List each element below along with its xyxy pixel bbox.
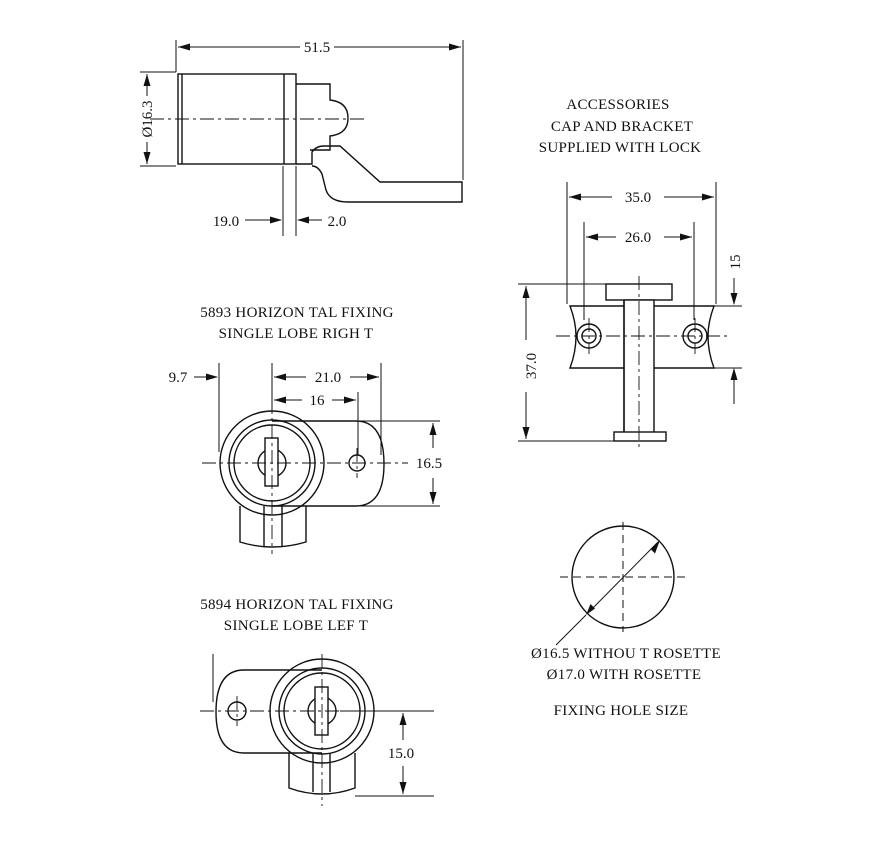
- dim-outer-width-label: 35.0: [625, 190, 651, 206]
- cam-bracket: [296, 145, 463, 203]
- right-lobe-body: [272, 420, 385, 507]
- dim-height-15-label: 15.0: [388, 746, 414, 762]
- side-view: 51.5 Ø16.3 19.0 2.0: [140, 40, 464, 236]
- right-fixing-view: 5893 HORIZON TAL FIXING SINGLE LOBE RIGH…: [169, 305, 442, 554]
- lock-rear-dome: [296, 83, 349, 151]
- fixing-hole-note-2: Ø17.0 WITH ROSETTE: [547, 667, 702, 683]
- left-fixing-title-1: 5894 HORIZON TAL FIXING: [200, 597, 394, 613]
- fixing-hole-caption: FIXING HOLE SIZE: [554, 703, 689, 719]
- fixing-hole-note-1: Ø16.5 WITHOU T ROSETTE: [531, 646, 721, 662]
- dim-length-label: 51.5: [304, 40, 330, 56]
- dim-diameter-label: Ø16.3: [140, 100, 156, 137]
- cap-bottom: [613, 431, 667, 442]
- left-lobe-body: [215, 669, 322, 754]
- dim-offset-label: 9.7: [169, 370, 188, 386]
- left-cam: [288, 753, 356, 795]
- dim-hole-label: 16: [310, 393, 326, 409]
- dim-height-16-5-label: 16.5: [416, 456, 442, 472]
- right-key-slot: [264, 437, 279, 487]
- right-fixing-title-1: 5893 HORIZON TAL FIXING: [200, 305, 394, 321]
- dim-gap-label: 2.0: [328, 214, 347, 230]
- left-fixing-title-2: SINGLE LOBE LEF T: [224, 618, 368, 634]
- right-fixing-title-2: SINGLE LOBE RIGH T: [219, 326, 374, 342]
- accessories-title-3: SUPPLIED WITH LOCK: [539, 140, 702, 156]
- right-cam: [239, 506, 307, 548]
- accessories-title-2: CAP AND BRACKET: [551, 119, 693, 135]
- dim-overall-label: 21.0: [315, 370, 341, 386]
- dim-front-label: 19.0: [213, 214, 239, 230]
- accessories-view: ACCESSORIES CAP AND BRACKET SUPPLIED WIT…: [518, 97, 744, 450]
- dim-lug-label: 15: [728, 255, 744, 270]
- dim-hole-spacing-label: 26.0: [625, 230, 651, 246]
- fixing-hole-view: Ø16.5 WITHOU T ROSETTE Ø17.0 WITH ROSETT…: [531, 522, 721, 719]
- dim-height-label: 37.0: [524, 353, 540, 379]
- accessories-title-1: ACCESSORIES: [566, 97, 669, 113]
- left-fixing-view: 5894 HORIZON TAL FIXING SINGLE LOBE LEF …: [200, 597, 434, 806]
